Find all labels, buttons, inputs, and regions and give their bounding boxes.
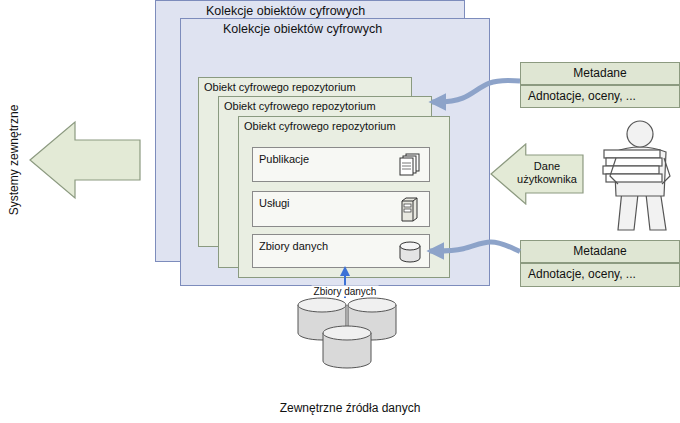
node-text: Dane użytkownika [514,160,580,185]
content-box: Usługi [252,191,430,227]
node-text: Zewnętrzne źródła danych [262,402,438,416]
node-text: Kolekcje obiektów cyfrowych [223,22,479,36]
collection-box: Kolekcje obiektów cyfrowychObiekt cyfrow… [180,18,490,286]
annotation-box: Adnotacje, oceny, ... [520,85,680,108]
content-icon [397,196,423,223]
connector-label: Zbiory danych [312,286,379,297]
annotation-box: Adnotacje, oceny, ... [520,263,680,287]
content-box: Zbiory danych [252,234,430,268]
node-text: Adnotacje, oceny, ... [528,90,673,104]
content-box: Publikacje [252,147,430,182]
repository-object-box: Obiekt cyfrowego repozytoriumPublikacjeU… [238,116,450,278]
node-text: Kolekcje obiektów cyfrowych [206,4,454,18]
user-data-arrow: Dane użytkownika [490,143,584,205]
user-figure [603,121,670,230]
node-text: Obiekt cyfrowego repozytorium [224,100,425,113]
metadata-box: Metadane [520,240,680,263]
node-text: Usługi [259,197,393,210]
data-source: Zewnętrzne źródła danych [260,298,440,420]
content-icon [397,239,423,266]
outflow-arrow [30,122,140,198]
connector [432,80,520,102]
node-text: Zbiory danych [259,240,393,253]
node-text: Metadane [527,245,673,259]
node-text: Adnotacje, oceny, ... [528,268,673,282]
node-text: Obiekt cyfrowego repozytorium [204,81,405,94]
content-icon [397,152,423,179]
side-label: Systemy zewnętrzne [7,105,21,216]
database-symbol [298,298,396,368]
node-text: Publikacje [259,153,393,166]
connector [430,242,520,251]
node-text: Metadane [527,67,673,81]
metadata-box: Metadane [520,62,680,85]
node-text: Obiekt cyfrowego repozytorium [244,120,443,133]
